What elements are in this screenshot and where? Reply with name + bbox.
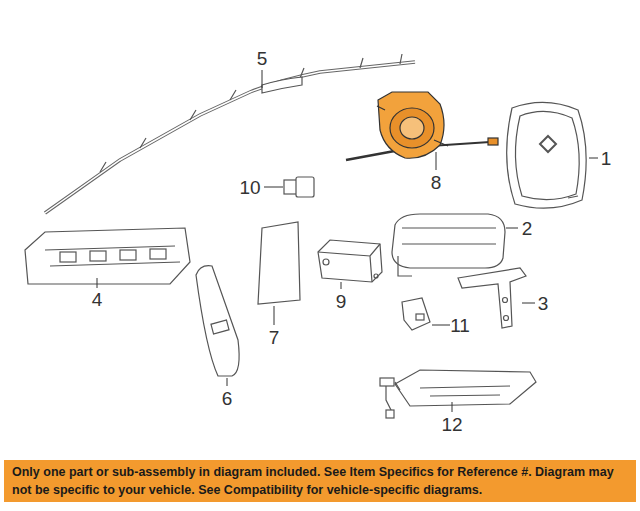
callout-number: 9 [336, 292, 347, 311]
side-airbag [196, 266, 239, 376]
impact-sensor [402, 298, 430, 330]
callout-number: 1 [601, 149, 612, 168]
callout-number: 7 [269, 328, 280, 347]
occupant-sensor-mat [380, 370, 536, 418]
driver-airbag [507, 102, 587, 208]
knee-airbag [25, 228, 190, 284]
clockspring [346, 92, 498, 160]
control-module [318, 240, 382, 282]
callout-number: 3 [538, 294, 549, 313]
callout-number: 11 [450, 316, 470, 335]
callout-number: 4 [92, 290, 103, 309]
callout-number: 12 [441, 415, 462, 434]
passenger-airbag [392, 214, 505, 276]
callout-number: 2 [522, 219, 533, 238]
curtain-airbag [45, 54, 415, 213]
callout-number: 8 [431, 173, 442, 192]
callout-number: 5 [257, 49, 268, 68]
callout-number: 6 [222, 389, 233, 408]
sensor-connector [284, 177, 314, 197]
notice-text: Only one part or sub-assembly in diagram… [12, 463, 628, 499]
seat-airbag [258, 222, 300, 304]
leader-lines [97, 70, 598, 412]
callout-number: 10 [239, 178, 260, 197]
notice-band: Only one part or sub-assembly in diagram… [4, 460, 636, 502]
